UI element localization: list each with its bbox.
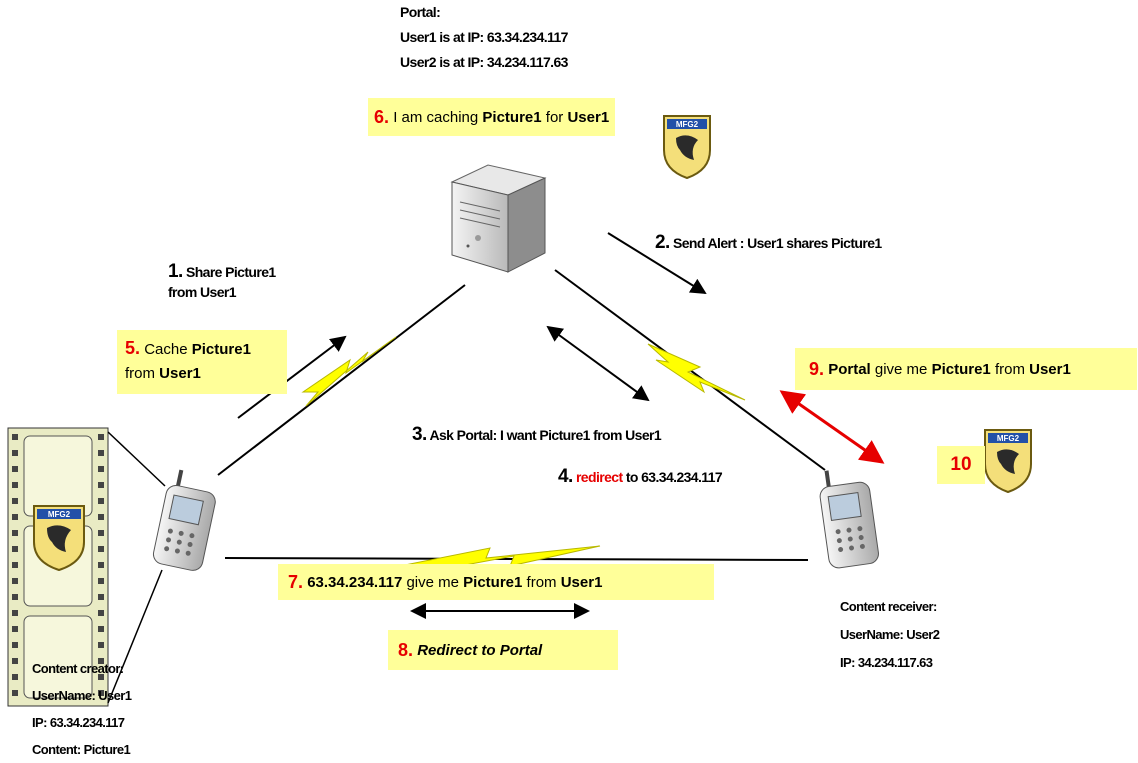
- step9-text-e: User1: [1029, 360, 1071, 378]
- step7-text-b: give me: [406, 573, 459, 591]
- step2-number: 2.: [655, 232, 670, 253]
- step7-text-c: Picture1: [463, 573, 523, 591]
- step8-number: 8.: [398, 639, 414, 660]
- arrow-send-alert: [607, 232, 707, 295]
- step6-text-a: I am caching: [393, 108, 479, 126]
- step6-text-c: for: [545, 108, 564, 126]
- step5-box: 5. Cache Picture1 from User1: [117, 330, 287, 394]
- step8-text: Redirect to Portal: [417, 641, 543, 659]
- creator-ip: IP: 63.34.234.117: [32, 715, 125, 730]
- step7-number: 7.: [288, 571, 304, 592]
- step5-text-c: from: [125, 365, 155, 382]
- receiver-info: Content receiver: UserName: User2 IP: 34…: [840, 593, 940, 677]
- server-icon: [450, 164, 547, 273]
- step9-text-a: Portal: [828, 360, 871, 378]
- receiver-phone-icon: [819, 470, 879, 569]
- step5-text-b: Picture1: [191, 341, 251, 358]
- step5-number: 5.: [125, 338, 141, 358]
- creator-username: UserName: User1: [32, 688, 132, 703]
- step4-number: 4.: [558, 466, 573, 487]
- step7-text-e: User1: [560, 573, 603, 591]
- portal-user1-ip: User1 is at IP: 63.34.234.117: [400, 29, 568, 45]
- step5-text-d: User1: [159, 365, 201, 382]
- receiver-title: Content receiver:: [840, 599, 937, 614]
- receiver-ip: IP: 34.234.117.63: [840, 655, 933, 670]
- mfg2-shield-icon-portal: MFG2: [663, 115, 711, 180]
- shield-label: MFG2: [997, 434, 1020, 443]
- step8-box: 8. Redirect to Portal: [388, 630, 618, 670]
- step6-box: 6. I am caching Picture1 for User1: [368, 98, 616, 136]
- step7-box: 7. 63.34.234.117 give me Picture1 from U…: [278, 564, 714, 600]
- step3-number: 3.: [412, 424, 427, 445]
- step4-label: 4. redirect to 63.34.234.117: [558, 466, 723, 488]
- arrow-share-picture: [237, 335, 347, 419]
- portal-title: Portal:: [400, 4, 441, 20]
- mfg2-shield-icon-film: MFG2: [33, 505, 85, 572]
- creator-info: Content creator: UserName: User1 IP: 63.…: [32, 655, 132, 763]
- lightning-bolt-left: [301, 336, 397, 407]
- mfg2-shield-icon-receiver: MFG2: [984, 429, 1032, 494]
- arrow-ask-portal: [546, 325, 650, 402]
- creator-title: Content creator:: [32, 661, 124, 676]
- step7-text-d: from: [526, 573, 557, 591]
- step3-label: 3. Ask Portal: I want Picture1 from User…: [412, 424, 662, 446]
- step1-line1: Share Picture1: [185, 264, 276, 280]
- link-creator-portal: [217, 284, 466, 476]
- creator-phone-icon: [152, 469, 216, 571]
- step6-number: 6.: [374, 106, 390, 127]
- portal-info: Portal: User1 is at IP: 63.34.234.117 Us…: [400, 0, 568, 75]
- step5-text-a: Cache: [144, 341, 188, 358]
- step10-number: 10: [950, 454, 972, 475]
- lightning-bolt-right: [647, 343, 746, 401]
- step1-number: 1.: [168, 261, 183, 282]
- shield-label: MFG2: [48, 510, 71, 519]
- step9-text-d: from: [994, 360, 1025, 378]
- shield-label: MFG2: [676, 120, 699, 129]
- creator-content: Content: Picture1: [32, 742, 131, 757]
- step1-line2: from User1: [168, 284, 237, 300]
- step9-number: 9.: [809, 358, 825, 379]
- portal-user2-ip: User2 is at IP: 34.234.117.63: [400, 54, 568, 70]
- step1-label: 1. Share Picture1 from User1: [168, 262, 276, 302]
- step2-text: Send Alert : User1 shares Picture1: [672, 235, 882, 251]
- step6-text-d: User1: [567, 108, 610, 126]
- step6-text-b: Picture1: [482, 108, 542, 126]
- step9-box: 9. Portal give me Picture1 from User1: [795, 348, 1137, 390]
- step9-text-c: Picture1: [931, 360, 991, 378]
- step9-text-b: give me: [874, 360, 928, 378]
- step10-box: 10: [937, 446, 985, 484]
- receiver-username: UserName: User2: [840, 627, 940, 642]
- step3-text: Ask Portal: I want Picture1 from User1: [429, 427, 662, 443]
- arrow-portal-give-me: [779, 390, 885, 464]
- step7-text-a: 63.34.234.117: [307, 573, 403, 591]
- step2-label: 2. Send Alert : User1 shares Picture1: [655, 232, 882, 254]
- step4-text: to 63.34.234.117: [625, 469, 723, 485]
- step4-redirect-word: redirect: [575, 469, 623, 485]
